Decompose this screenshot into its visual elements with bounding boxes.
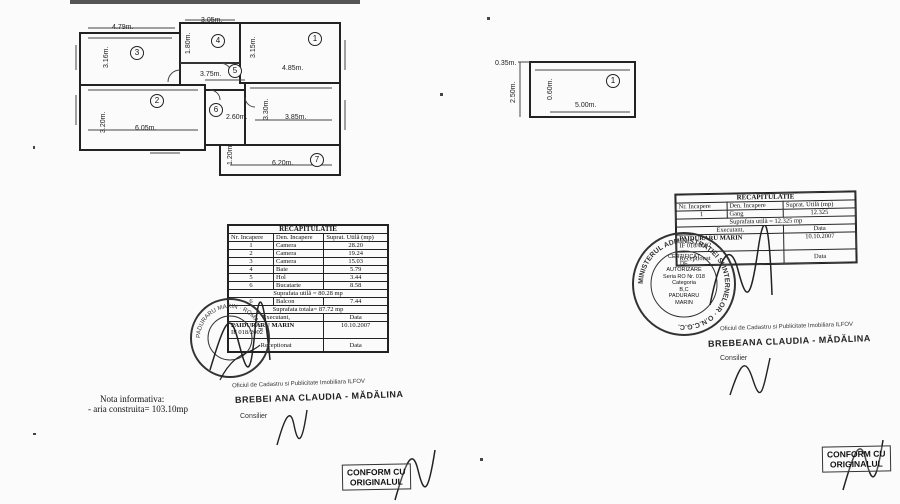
dim-620: 6.20m. (272, 160, 294, 167)
floor-plan-left (70, 0, 360, 176)
stamp-line: CERTIFICAT (668, 254, 700, 260)
signature-left-lower (276, 409, 308, 446)
round-stamp-left: PADURARU MARIN · ROMANIA (190, 298, 270, 378)
room-number-5: 5 (228, 64, 242, 78)
stamp-line: AUTORIZARE (666, 267, 702, 273)
office-name-left: BREBEI ANA CLAUDIA - MĂDĂLINA (234, 389, 404, 405)
col-header: Suprat. Utilă (mp) (323, 233, 388, 242)
room-number-3: 3 (130, 46, 144, 60)
stamp-line: DE (680, 260, 688, 267)
recap-title: RECAPITULATIE (228, 225, 388, 234)
scan-speck (480, 458, 483, 461)
room-number-2: 2 (150, 94, 164, 108)
dim-500: 5.00m. (575, 102, 597, 109)
scan-speck (33, 146, 35, 149)
signature-right (709, 225, 773, 306)
executant-date: 10.10.2007 (783, 231, 856, 251)
aria-construita: - aria construita= 103.10mp (88, 404, 189, 414)
conform-line-2: ORIGINALUL (349, 476, 403, 488)
scan-speck (33, 433, 36, 435)
data-label: Data (323, 338, 388, 352)
stamp-line: B,C (679, 286, 689, 293)
dim-035: 0.35m. (495, 60, 517, 67)
office-role-right: Consilier (720, 355, 748, 362)
nota-informativa: Nota informativa: (100, 394, 165, 404)
stamp-line: PADURARU (668, 293, 700, 299)
room-number-6: 6 (209, 103, 223, 117)
dim-320: 3.20m. (100, 111, 107, 133)
conform-line-2: ORIGINALUL (829, 458, 883, 470)
col-header: Den. Incapere (273, 233, 325, 242)
data-label: Data (323, 313, 388, 322)
floor-plan-right (518, 61, 636, 118)
dim-479: 4.79m. (112, 24, 134, 31)
room-number-right-1: 1 (606, 74, 620, 88)
stamp-line: Categoria (672, 280, 696, 286)
office-role-left: Consilier (240, 413, 268, 420)
dim-375: 3.75m. (200, 71, 222, 78)
conform-stamp-right: CONFORM CU ORIGINALUL (821, 445, 891, 473)
dim-250: 2.50m. (510, 81, 517, 103)
dim-305: 3.05m. (201, 17, 223, 24)
office-stamp-right: Oficiul de Cadastru si Publicitate Imobi… (719, 321, 854, 333)
signature-left (209, 301, 271, 381)
scan-speck (440, 93, 443, 96)
scan-speck (487, 17, 490, 20)
recap-table-left: RECAPITULATIE Nr. Incapere Den. Incapere… (227, 224, 389, 353)
executant-date: 10.10.2007 (323, 321, 388, 339)
dim-060: 0.60m. (547, 78, 554, 100)
stamp-line: MARIN (675, 299, 693, 306)
dim-385: 3.85m. (285, 114, 307, 121)
dim-605: 6.05m. (135, 125, 157, 132)
data-label: Data (784, 248, 857, 264)
round-stamp-left-ring: PADURARU MARIN · ROMANIA (196, 304, 263, 361)
dim-316: 3.16m. (103, 46, 110, 68)
room-number-1: 1 (308, 32, 322, 46)
round-stamp-right: MINISTERUL ADMINISTRATIEI SI INTERNELOR … (632, 232, 736, 336)
conform-stamp-left: CONFORM CU ORIGINALUL (341, 463, 411, 491)
subtotal-row: Suprafata utilă = 80.28 mp (228, 289, 388, 298)
dim-485: 4.85m. (282, 65, 304, 72)
dim-260: 2.60m. (226, 114, 248, 121)
office-name-right: BREBEANA CLAUDIA - MĂDĂLINA (707, 333, 871, 349)
dim-330: 3.30m. (263, 98, 270, 120)
signature-conform-right (842, 439, 884, 491)
stamp-line: Seria RO Nr. 018 (663, 273, 705, 280)
dim-315: 3.15m. (250, 36, 257, 58)
dim-120: 1.20m. (227, 143, 234, 165)
col-header: Nr. Incapere (227, 233, 275, 242)
signature-right-lower (729, 357, 771, 396)
room-number-4: 4 (211, 34, 225, 48)
dim-180: 1.80m. (185, 32, 192, 54)
signature-conform-left (394, 449, 436, 501)
room-number-7: 7 (310, 153, 324, 167)
